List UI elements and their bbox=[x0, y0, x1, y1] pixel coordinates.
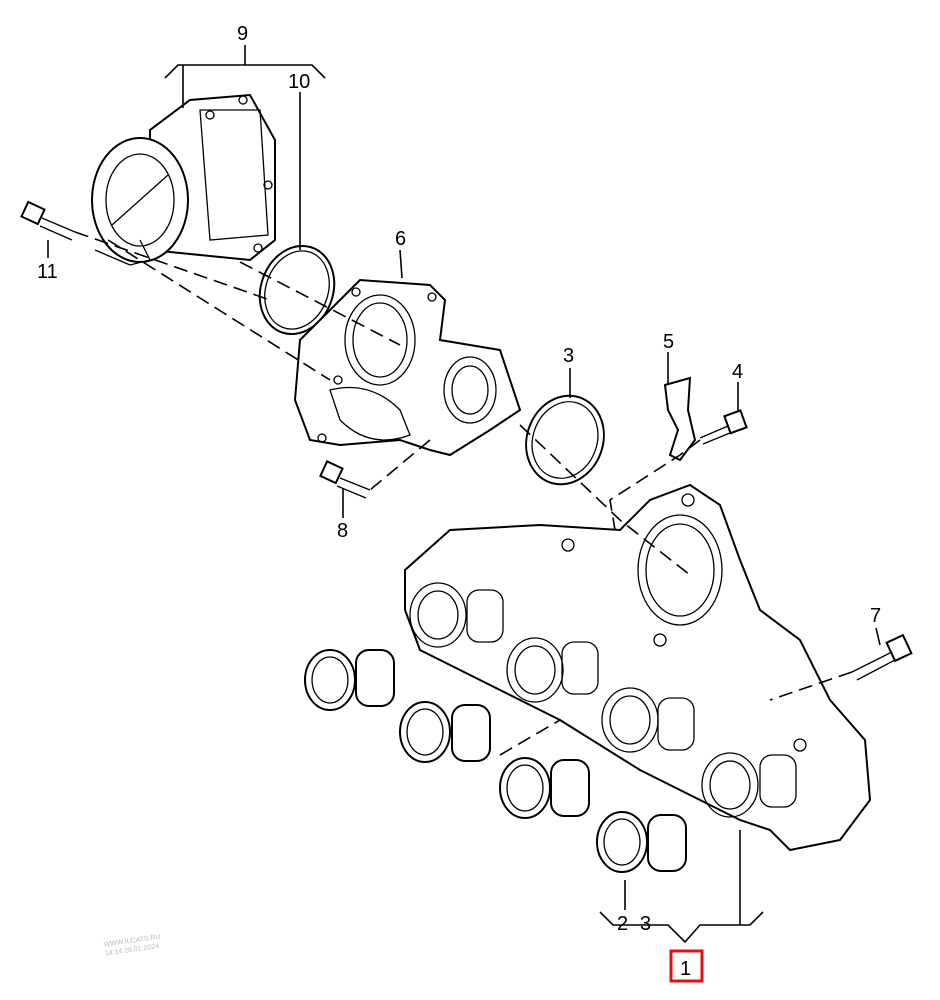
manifold-gasket-part-2[interactable] bbox=[304, 649, 687, 873]
throttle-body-part-9[interactable] bbox=[91, 93, 276, 266]
callout-5[interactable]: 5 bbox=[663, 331, 674, 353]
o-ring-inner bbox=[264, 250, 330, 330]
callout-4[interactable]: 4 bbox=[732, 361, 743, 383]
bolt-part-11[interactable] bbox=[20, 200, 76, 241]
bolt-part-8[interactable] bbox=[319, 460, 371, 499]
callout-8[interactable]: 8 bbox=[337, 520, 348, 542]
seal-ring-inner bbox=[531, 401, 599, 479]
intake-manifold-part-1[interactable] bbox=[404, 483, 872, 852]
callout-2[interactable]: 2 bbox=[617, 913, 628, 935]
callout-1[interactable]: 1 bbox=[680, 958, 691, 980]
bolt-part-7[interactable] bbox=[851, 633, 913, 681]
bolt-part-4[interactable] bbox=[699, 409, 748, 445]
callout-6[interactable]: 6 bbox=[395, 228, 406, 250]
egr-valve-part-6[interactable] bbox=[293, 278, 522, 457]
watermark: WWW.ILCATS.RU 14:14 28.01.2024 bbox=[103, 934, 161, 958]
callout-10[interactable]: 10 bbox=[288, 71, 310, 93]
callout-7[interactable]: 7 bbox=[870, 605, 881, 627]
callout-9[interactable]: 9 bbox=[237, 23, 248, 45]
seal-ring-part-3[interactable] bbox=[514, 385, 616, 496]
leader-lines bbox=[47, 45, 881, 944]
bracket-part-5[interactable] bbox=[663, 376, 697, 462]
selected-callout-highlight bbox=[669, 949, 704, 983]
callout-3[interactable]: 3 bbox=[640, 913, 651, 935]
callout-3-seal[interactable]: 3 bbox=[563, 345, 574, 367]
callout-11[interactable]: 11 bbox=[37, 261, 58, 283]
o-ring-part-10[interactable] bbox=[248, 235, 346, 344]
